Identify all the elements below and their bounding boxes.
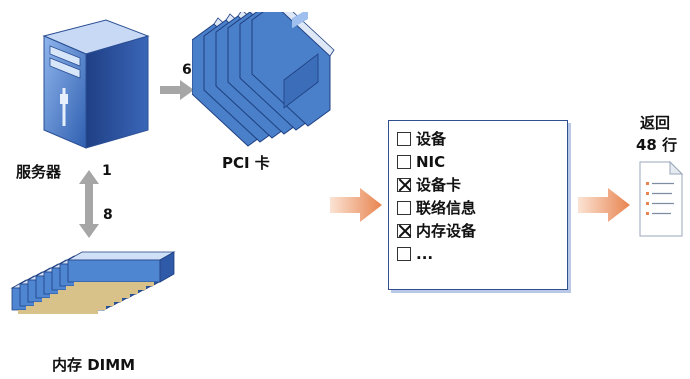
- server-count: 1: [102, 163, 112, 179]
- checkbox[interactable]: [397, 154, 411, 169]
- filter-item-label: ...: [416, 244, 434, 263]
- dimm-icon: [10, 251, 175, 314]
- filter-item[interactable]: ...: [397, 242, 476, 265]
- arrow-server-to-pci: [160, 80, 194, 100]
- arrow-to-filter: [330, 188, 382, 222]
- server-label: 服务器: [16, 163, 62, 181]
- checkbox[interactable]: [397, 131, 411, 146]
- checkbox[interactable]: [397, 200, 411, 215]
- pci-card-icon: [192, 12, 335, 147]
- checkbox-checked[interactable]: [397, 223, 411, 238]
- filter-item[interactable]: 设备卡: [397, 173, 476, 196]
- arrow-to-result: [578, 188, 630, 222]
- checkbox[interactable]: [397, 246, 411, 261]
- dimm-count: 8: [103, 207, 113, 223]
- document-icon: [639, 160, 684, 237]
- filter-item[interactable]: 联络信息: [397, 196, 476, 219]
- filter-item-label: 设备卡: [416, 176, 462, 194]
- result-line-1: 返回: [640, 114, 671, 132]
- filter-item[interactable]: 设备: [397, 127, 476, 150]
- checkbox-checked[interactable]: [397, 177, 411, 192]
- arrow-server-dimm: [79, 170, 99, 238]
- filter-item-label: 内存设备: [416, 222, 477, 240]
- filter-item[interactable]: NIC: [397, 150, 476, 173]
- filter-panel: 设备 NIC 设备卡 联络信息 内存设备 ...: [388, 120, 568, 290]
- server-icon: [42, 19, 150, 149]
- pci-count: 6: [182, 62, 192, 78]
- filter-item-label: NIC: [416, 152, 446, 171]
- pci-label: PCI 卡: [222, 154, 270, 172]
- result-line-2: 48 行: [636, 136, 678, 154]
- filter-list: 设备 NIC 设备卡 联络信息 内存设备 ...: [397, 127, 476, 265]
- filter-item[interactable]: 内存设备: [397, 219, 476, 242]
- filter-item-label: 联络信息: [416, 199, 477, 217]
- dimm-label: 内存 DIMM: [52, 356, 136, 374]
- filter-item-label: 设备: [416, 130, 447, 148]
